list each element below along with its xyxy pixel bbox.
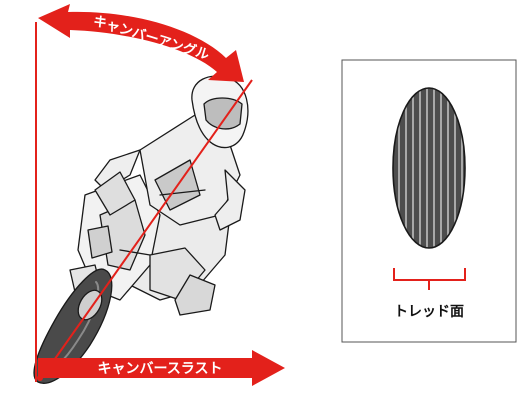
camber-thrust-arrow: キャンバースラスト <box>38 350 285 386</box>
tread-diagram <box>341 59 517 343</box>
camber-thrust-label: キャンバースラスト <box>97 361 222 377</box>
rider-illustration <box>33 75 249 384</box>
tread-surface-label: トレッド面 <box>394 304 464 320</box>
camber-angle-arrow: キャンバーアングル <box>38 4 244 82</box>
tread-surface-oval <box>393 88 465 248</box>
tilt-axis-line <box>39 79 253 381</box>
